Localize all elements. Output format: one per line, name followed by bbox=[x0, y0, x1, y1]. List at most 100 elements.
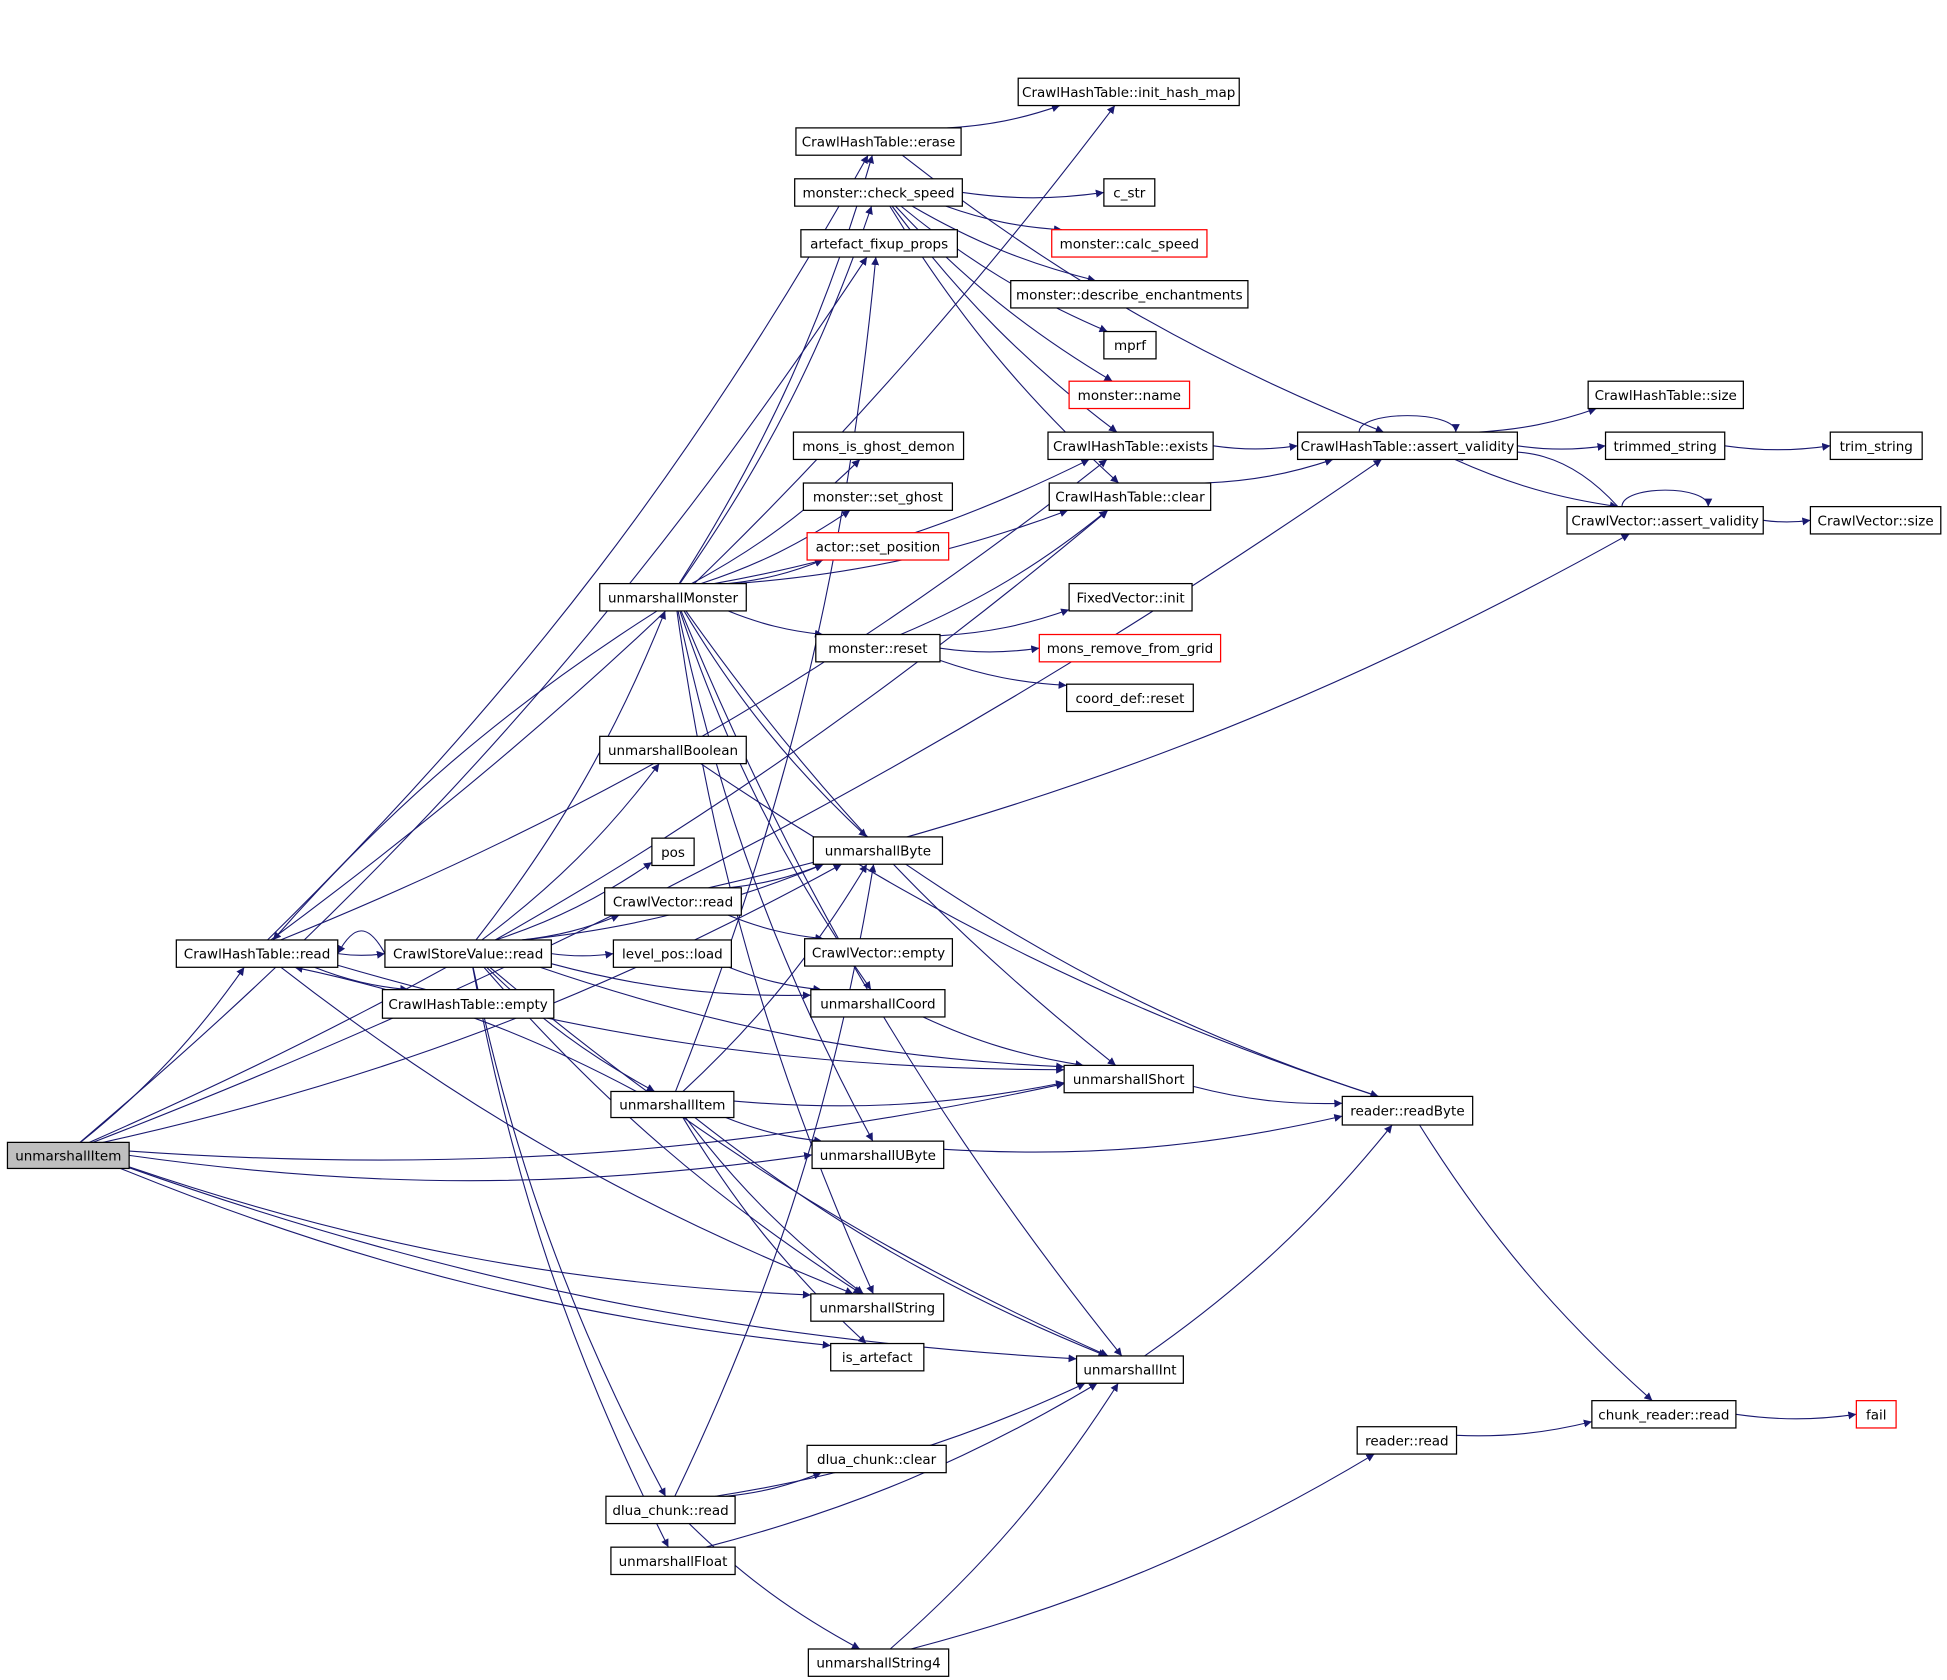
function-node-monsGhostDemon[interactable]: mons_is_ghost_demon bbox=[792, 431, 965, 461]
call-edge-hashAssert-to-vectorAssert bbox=[1454, 458, 1618, 510]
function-node-hashClear[interactable]: CrawlHashTable::clear bbox=[1048, 482, 1212, 511]
node-box bbox=[599, 582, 747, 612]
node-box bbox=[610, 1090, 735, 1119]
call-edge-hashRead-to-unmarshallString bbox=[280, 966, 854, 1295]
function-node-unmarshallBoolean[interactable]: unmarshallBoolean bbox=[599, 735, 747, 765]
node-label: is_artefact bbox=[842, 1350, 913, 1366]
node-label: CrawlVector::read bbox=[613, 894, 733, 910]
call-edge-unmarshallItem2-to-hashRead bbox=[294, 965, 637, 1092]
call-edge-unmarshallItem2-to-unmarshallInt bbox=[694, 1117, 1107, 1357]
function-node-describeEnch[interactable]: monster::describe_enchantments bbox=[1010, 280, 1249, 309]
call-edge-unmarshallItem2-to-unmarshallByte bbox=[682, 863, 868, 1092]
call-edge-unmarshallMonster-to-monsterReset bbox=[727, 610, 823, 638]
function-node-fail[interactable]: fail bbox=[1855, 1400, 1897, 1429]
call-edge-vectorAssert-to-vectorAssert bbox=[1621, 489, 1713, 507]
call-edge-hashErase-to-initHashMap bbox=[947, 104, 1061, 129]
call-edge-storeRead-to-unmarshallItem2 bbox=[486, 966, 655, 1092]
function-node-unmarshallFloat[interactable]: unmarshallFloat bbox=[610, 1546, 736, 1576]
function-node-cStr[interactable]: c_str bbox=[1103, 178, 1156, 207]
function-node-mprf[interactable]: mprf bbox=[1103, 330, 1157, 360]
function-node-unmarshallShort[interactable]: unmarshallShort bbox=[1063, 1064, 1194, 1094]
function-node-artefactFixup[interactable]: artefact_fixup_props bbox=[800, 229, 958, 258]
node-box bbox=[1010, 280, 1249, 309]
call-edge-levelPosLoad-to-unmarshallCoord bbox=[728, 966, 822, 993]
node-label: CrawlHashTable::empty bbox=[388, 997, 547, 1013]
node-box bbox=[1296, 431, 1518, 461]
function-node-fixedVectorInit[interactable]: FixedVector::init bbox=[1068, 582, 1193, 612]
node-label: unmarshallUByte bbox=[820, 1148, 936, 1164]
node-box bbox=[830, 1342, 925, 1372]
function-node-calcSpeed[interactable]: monster::calc_speed bbox=[1051, 229, 1208, 258]
call-edge-hashRead-to-hashEmpty bbox=[314, 966, 409, 993]
function-node-chunkRead[interactable]: chunk_reader::read bbox=[1591, 1400, 1737, 1429]
function-node-readerRead[interactable]: reader::read bbox=[1356, 1426, 1458, 1455]
function-node-unmarshallUByte[interactable]: unmarshallUByte bbox=[811, 1140, 945, 1170]
call-edge-unmarshallMonster-to-unmarshallByte bbox=[683, 610, 868, 838]
function-node-hashEmpty[interactable]: CrawlHashTable::empty bbox=[381, 989, 555, 1019]
function-node-hashAssert[interactable]: CrawlHashTable::assert_validity bbox=[1296, 431, 1518, 461]
call-edge-hashClear-to-hashAssert bbox=[1204, 458, 1334, 484]
call-edge-unmarshallMonster-to-hashErase bbox=[678, 155, 874, 584]
node-label: coord_def::reset bbox=[1075, 691, 1184, 707]
call-edge-storeRead-to-hashRead bbox=[337, 930, 386, 954]
function-node-monsRemove[interactable]: mons_remove_from_grid bbox=[1038, 633, 1222, 663]
function-node-monsterReset[interactable]: monster::reset bbox=[815, 633, 941, 663]
node-box bbox=[815, 633, 941, 663]
function-node-storeRead[interactable]: CrawlStoreValue::read bbox=[384, 939, 552, 968]
node-box bbox=[384, 939, 552, 968]
node-box bbox=[800, 229, 958, 258]
function-node-pos[interactable]: pos bbox=[651, 837, 695, 867]
node-label: monster::calc_speed bbox=[1060, 236, 1199, 252]
function-node-unmarshallMonster[interactable]: unmarshallMonster bbox=[599, 582, 747, 612]
call-edge-chunkRead-to-fail bbox=[1735, 1411, 1857, 1420]
function-node-unmarshallString[interactable]: unmarshallString bbox=[810, 1293, 945, 1322]
call-edge-unmarshallMonster-to-unmarshallInt bbox=[680, 610, 1123, 1357]
function-node-trimmedString[interactable]: trimmed_string bbox=[1604, 431, 1726, 461]
function-node-unmarshallString4[interactable]: unmarshallString4 bbox=[807, 1648, 950, 1677]
function-node-vectorAssert[interactable]: CrawlVector::assert_validity bbox=[1566, 505, 1764, 535]
node-box bbox=[651, 837, 695, 867]
function-node-hashErase[interactable]: CrawlHashTable::erase bbox=[795, 127, 962, 156]
function-node-unmarshallCoord[interactable]: unmarshallCoord bbox=[810, 989, 946, 1018]
function-node-vectorSize[interactable]: CrawlVector::size bbox=[1809, 505, 1942, 535]
call-edge-unmarshallMonster-to-hashRead bbox=[272, 610, 658, 941]
function-node-hashSize[interactable]: CrawlHashTable::size bbox=[1587, 380, 1744, 410]
call-edge-monsterReset-to-fixedVectorInit bbox=[939, 608, 1070, 637]
node-label: unmarshallInt bbox=[1083, 1363, 1176, 1379]
function-node-levelPosLoad[interactable]: level_pos::load bbox=[612, 939, 732, 968]
function-node-unmarshallByte[interactable]: unmarshallByte bbox=[812, 836, 944, 865]
call-edge-unmarshallShort-to-readerReadByte bbox=[1193, 1085, 1343, 1108]
function-node-vectorEmpty[interactable]: CrawlVector::empty bbox=[804, 938, 954, 967]
function-node-setPosition[interactable]: actor::set_position bbox=[806, 532, 950, 561]
function-node-dluaClear[interactable]: dlua_chunk::clear bbox=[806, 1444, 947, 1474]
node-label: monster::name bbox=[1078, 388, 1181, 404]
node-label: unmarshallByte bbox=[825, 844, 931, 860]
function-node-unmarshallItem2[interactable]: unmarshallItem bbox=[610, 1090, 735, 1119]
function-node-readerReadByte[interactable]: reader::readByte bbox=[1341, 1095, 1474, 1126]
node-box bbox=[1591, 1400, 1737, 1429]
call-edge-unmarshallMonster-to-checkSpeed bbox=[679, 205, 873, 584]
function-node-vectorRead[interactable]: CrawlVector::read bbox=[604, 887, 742, 916]
function-node-dluaRead[interactable]: dlua_chunk::read bbox=[605, 1495, 736, 1525]
call-edge-readerRead-to-chunkRead bbox=[1456, 1419, 1593, 1437]
function-node-isArtefact[interactable]: is_artefact bbox=[830, 1342, 925, 1372]
node-box bbox=[795, 127, 962, 156]
function-node-checkSpeed[interactable]: monster::check_speed bbox=[794, 178, 963, 207]
call-edge-unmarshallItemRoot-to-hashClear bbox=[89, 509, 1109, 1143]
call-edge-monsterReset-to-hashClear bbox=[900, 509, 1108, 636]
node-label: chunk_reader::read bbox=[1598, 1407, 1729, 1423]
function-node-hashRead[interactable]: CrawlHashTable::read bbox=[175, 939, 339, 968]
node-box bbox=[1103, 178, 1156, 207]
function-node-hashExists[interactable]: CrawlHashTable::exists bbox=[1047, 431, 1214, 461]
function-node-unmarshallInt[interactable]: unmarshallInt bbox=[1075, 1355, 1184, 1384]
node-label: reader::readByte bbox=[1350, 1104, 1464, 1120]
function-node-unmarshallItemRoot[interactable]: unmarshallItem bbox=[6, 1141, 130, 1170]
node-label: CrawlVector::size bbox=[1818, 513, 1934, 529]
node-label: trim_string bbox=[1840, 439, 1913, 455]
node-label: monster::describe_enchantments bbox=[1016, 287, 1243, 303]
function-node-initHashMap[interactable]: CrawlHashTable::init_hash_map bbox=[1017, 77, 1240, 107]
function-node-monsterName[interactable]: monster::name bbox=[1068, 380, 1191, 410]
function-node-setGhost[interactable]: monster::set_ghost bbox=[802, 482, 954, 511]
function-node-trimString[interactable]: trim_string bbox=[1829, 431, 1923, 461]
function-node-coordReset[interactable]: coord_def::reset bbox=[1066, 683, 1194, 713]
